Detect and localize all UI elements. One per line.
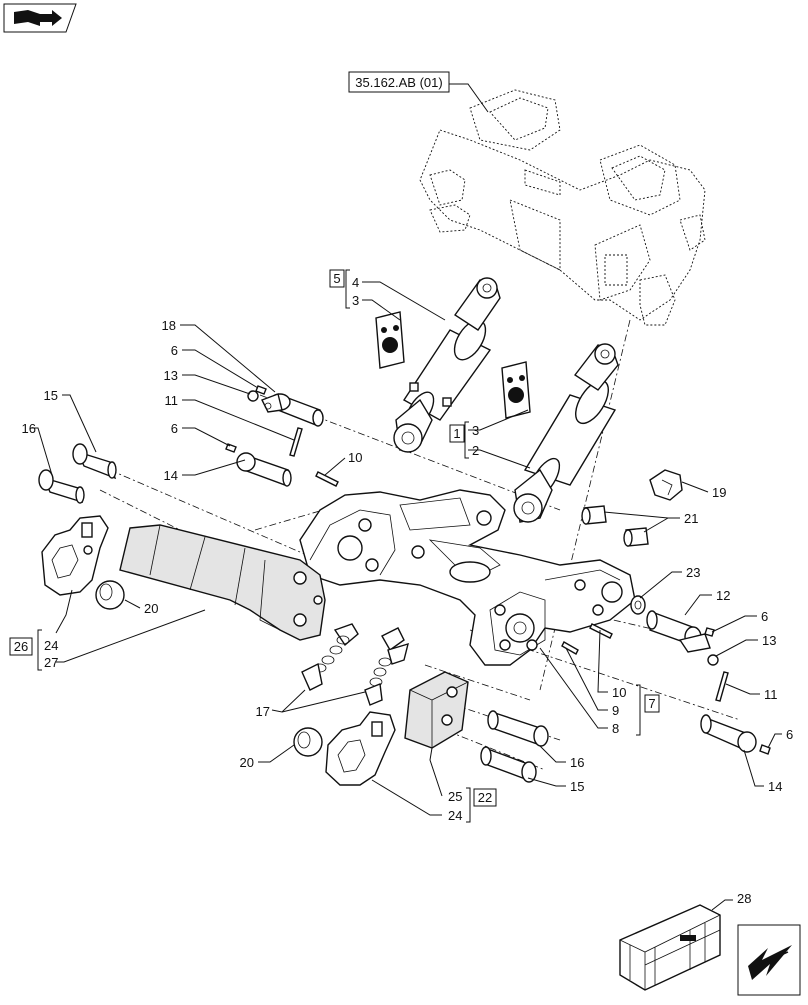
callout-15[interactable]: 15 xyxy=(570,779,584,794)
group-1-label: 1 xyxy=(453,426,460,441)
block-25[interactable] xyxy=(404,671,469,749)
group-7[interactable]: 7 xyxy=(636,684,660,736)
reference-label: 35.162.AB (01) xyxy=(355,75,442,90)
pin-12[interactable] xyxy=(646,610,711,653)
nipple-6-upper[interactable] xyxy=(255,385,267,395)
callout-13[interactable]: 13 xyxy=(762,633,776,648)
callout-6[interactable]: 6 xyxy=(761,609,768,624)
callout-27[interactable]: 27 xyxy=(44,655,58,670)
hydraulic-cylinder-right[interactable] xyxy=(513,343,619,523)
roll-pin-9[interactable] xyxy=(561,641,579,655)
callout-numbers: 4 3 3 2 18 6 13 11 6 14 10 15 16 20 24 2… xyxy=(22,275,794,906)
chain-17-right[interactable] xyxy=(364,627,409,706)
shipping-crate-icon[interactable] xyxy=(619,904,721,991)
callout-13[interactable]: 13 xyxy=(164,368,178,383)
callout-10[interactable]: 10 xyxy=(612,685,626,700)
callout-16[interactable]: 16 xyxy=(570,755,584,770)
washer-23[interactable] xyxy=(630,595,646,615)
pin-19[interactable] xyxy=(649,469,683,501)
callout-14[interactable]: 14 xyxy=(768,779,782,794)
bushing-21-upper[interactable] xyxy=(581,505,607,525)
callout-16[interactable]: 16 xyxy=(22,421,36,436)
pin-18[interactable] xyxy=(261,393,324,427)
bushing-21-lower[interactable] xyxy=(623,527,649,547)
stabilizer-arm-27[interactable] xyxy=(119,524,326,641)
group-5[interactable]: 5 xyxy=(329,269,350,309)
callout-14[interactable]: 14 xyxy=(164,468,178,483)
warning-decal-left xyxy=(375,311,405,369)
group-5-label: 5 xyxy=(333,271,340,286)
callout-19[interactable]: 19 xyxy=(712,485,726,500)
ball-20-left[interactable] xyxy=(95,580,125,610)
pin-16-right[interactable] xyxy=(487,710,549,747)
callout-6[interactable]: 6 xyxy=(171,421,178,436)
group-26-label: 26 xyxy=(14,639,28,654)
callout-3[interactable]: 3 xyxy=(472,423,479,438)
reference-label-box xyxy=(348,71,450,93)
chain-17-left[interactable] xyxy=(301,623,359,691)
group-22-label: 22 xyxy=(478,790,492,805)
bolt-13-right[interactable] xyxy=(707,654,719,666)
callout-6[interactable]: 6 xyxy=(171,343,178,358)
leader-lines xyxy=(30,281,782,911)
group-1[interactable]: 1 xyxy=(449,421,469,459)
callout-10[interactable]: 10 xyxy=(348,450,362,465)
hook-24-left[interactable] xyxy=(41,515,109,596)
callout-12[interactable]: 12 xyxy=(716,588,730,603)
book-with-arrow-icon[interactable] xyxy=(3,3,77,33)
ball-20-lower[interactable] xyxy=(293,727,323,757)
roll-pin-10-upper[interactable] xyxy=(315,471,339,487)
lift-arm-assembly[interactable] xyxy=(299,489,636,666)
callout-11[interactable]: 11 xyxy=(165,393,179,408)
nipple-6-right-upper[interactable] xyxy=(704,627,715,637)
group-22[interactable]: 22 xyxy=(466,787,497,823)
callout-20[interactable]: 20 xyxy=(144,601,158,616)
pin-16-left[interactable] xyxy=(38,469,85,504)
navigation-arrow-icon[interactable] xyxy=(737,924,801,996)
bolt-13-upper[interactable] xyxy=(247,390,259,402)
callout-23[interactable]: 23 xyxy=(686,565,700,580)
callout-20[interactable]: 20 xyxy=(240,755,254,770)
callout-4[interactable]: 4 xyxy=(352,275,359,290)
pin-14-right[interactable] xyxy=(700,714,757,753)
callout-24[interactable]: 24 xyxy=(44,638,58,653)
front-support-frame xyxy=(419,89,706,326)
callout-2[interactable]: 2 xyxy=(472,443,479,458)
roll-pin-11-right[interactable] xyxy=(715,671,729,702)
warning-decal-right xyxy=(501,361,531,419)
callout-28[interactable]: 28 xyxy=(737,891,751,906)
nipple-6-right-lower[interactable] xyxy=(759,744,771,755)
roll-pin-11-upper[interactable] xyxy=(289,427,303,457)
pin-14-upper[interactable] xyxy=(236,452,292,487)
roll-pin-10-right[interactable] xyxy=(589,623,613,639)
hook-24-lower[interactable] xyxy=(325,711,396,786)
callout-6[interactable]: 6 xyxy=(786,727,793,742)
group-7-label: 7 xyxy=(648,696,655,711)
callout-9[interactable]: 9 xyxy=(612,703,619,718)
nipple-6-lower[interactable] xyxy=(225,443,237,453)
callout-25[interactable]: 25 xyxy=(448,789,462,804)
hydraulic-cylinder-left[interactable] xyxy=(393,277,501,453)
group-26[interactable]: 26 xyxy=(9,629,42,671)
callout-11[interactable]: 11 xyxy=(764,687,778,702)
pin-15-left[interactable] xyxy=(72,443,117,480)
callout-3[interactable]: 3 xyxy=(352,293,359,308)
callout-15[interactable]: 15 xyxy=(44,388,58,403)
callout-24[interactable]: 24 xyxy=(448,808,462,823)
callout-17[interactable]: 17 xyxy=(256,704,270,719)
callout-18[interactable]: 18 xyxy=(162,318,176,333)
callout-8[interactable]: 8 xyxy=(612,721,619,736)
pin-15-right[interactable] xyxy=(480,746,537,783)
callout-21[interactable]: 21 xyxy=(684,511,698,526)
reference-callout[interactable]: 35.162.AB (01) xyxy=(348,71,489,113)
